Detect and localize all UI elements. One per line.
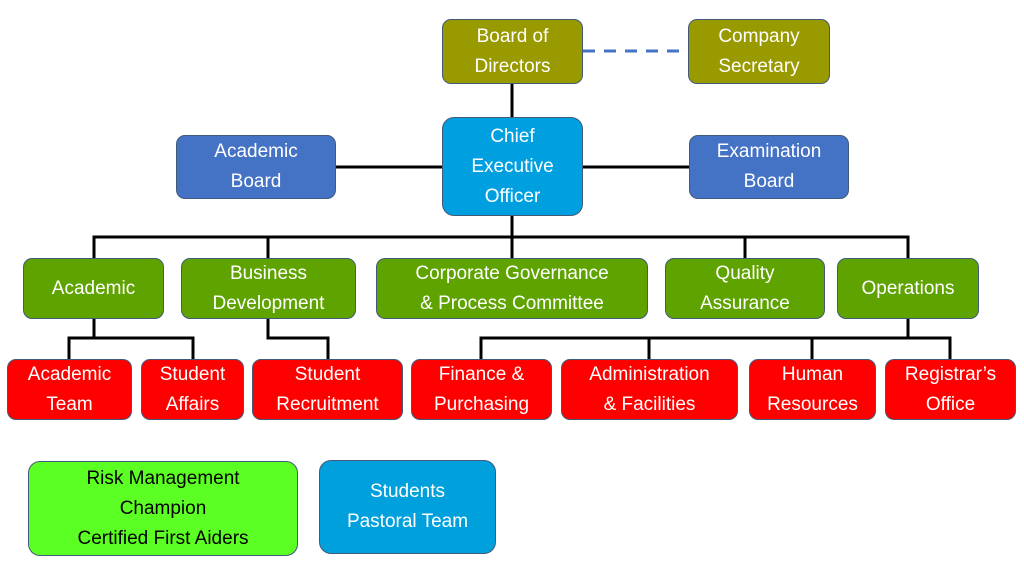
unit-administration-facilities-box: Administration & Facilities [561,359,738,420]
label: Resources [767,393,858,415]
label: Quality [715,262,775,284]
board-of-directors-box: Board of Directors [442,19,583,84]
label: Human [781,363,844,385]
label: Secretary [718,55,800,77]
label: Company [718,25,800,47]
connector-academic-units [67,336,195,359]
label: Development [212,292,325,314]
label: Directors [474,55,551,77]
label: Student [294,363,361,385]
label: Office [925,393,976,415]
label: Certified First Aiders [77,527,249,549]
label: Academic [51,277,136,299]
label: Operations [861,277,955,299]
label: Academic [27,363,112,385]
label: Student [159,363,226,385]
label: & Facilities [603,393,696,415]
label: Assurance [700,292,790,314]
connector-business-units [266,319,330,359]
label: Finance & [438,363,525,385]
label: Executive [471,155,554,177]
label: Business [229,262,308,284]
label: & Process Committee [420,292,604,314]
label: Pastoral Team [346,511,469,532]
dept-academic-box: Academic [23,258,164,319]
label: Risk Management [86,467,240,489]
label: Corporate Governance [415,262,609,284]
label: Recruitment [276,393,379,415]
unit-finance-purchasing-box: Finance & Purchasing [411,359,552,420]
label: Academic [214,141,298,162]
label: Registrar’s [904,363,997,385]
label: Examination [716,141,822,162]
label: Chief [490,125,535,147]
label: Purchasing [433,393,530,415]
label: Students [370,481,445,502]
label: Administration [589,363,710,385]
dept-corporate-governance-box: Corporate Governance & Process Committee [376,258,648,319]
label: Champion [119,497,207,519]
label: Board of [476,25,549,47]
label: Officer [484,185,541,207]
connector-operations-units [479,336,952,359]
connector-department-bus [92,235,910,258]
label: Team [46,393,93,415]
label: Board [743,171,795,192]
label: Affairs [165,393,220,415]
dept-operations-box: Operations [837,258,979,319]
label: Board [230,171,282,192]
